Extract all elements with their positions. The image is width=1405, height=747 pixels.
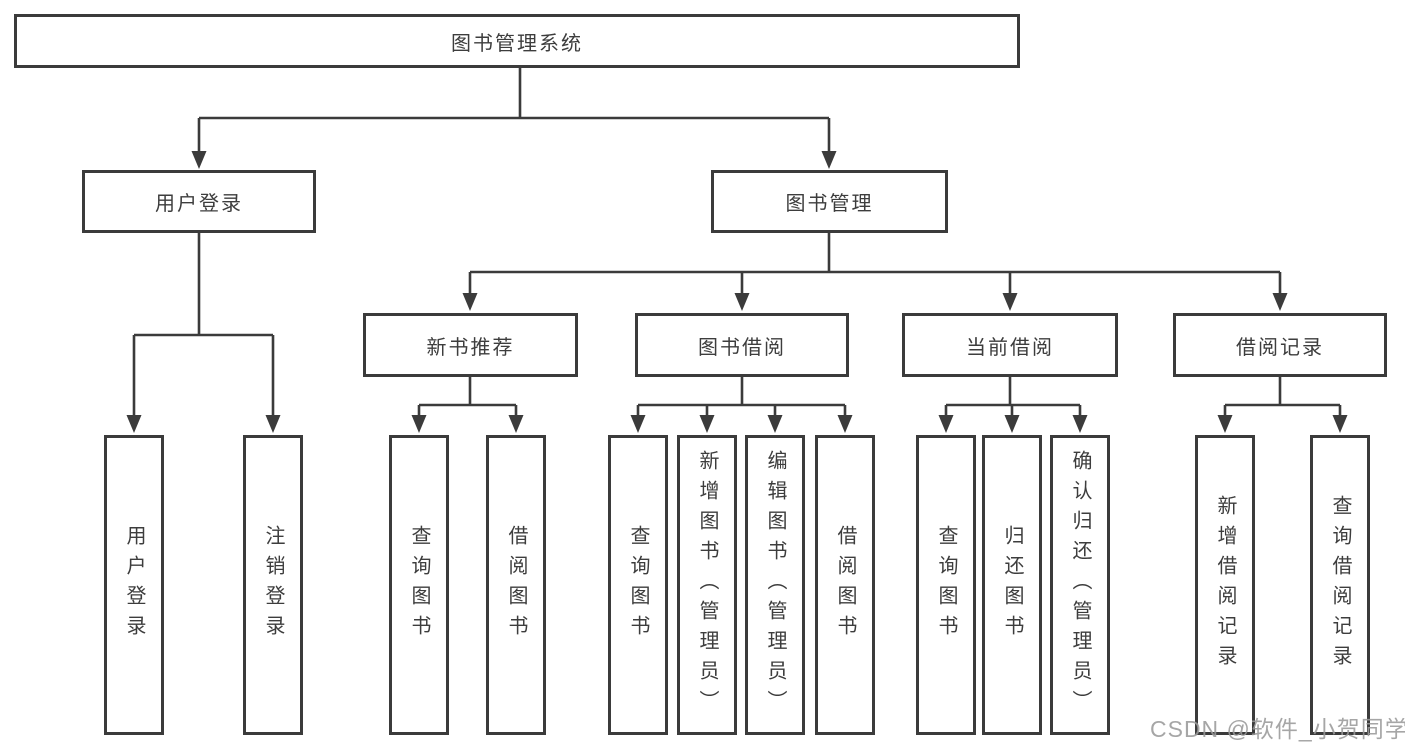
connector-root-to-level2 [197,67,831,152]
node-leaf-nbr-query-books-label: 查询图书 [408,525,430,645]
node-leaf-br-add-record-label: 新增借阅记录 [1214,495,1236,675]
node-book-borrow: 图书借阅 [635,313,849,377]
node-user-login: 用户登录 [82,170,316,233]
node-leaf-cb-return-books-label: 归还图书 [1001,525,1023,645]
node-leaf-cb-confirm-return: 确认归还（管理员） [1050,435,1110,735]
node-leaf-bb-query-books: 查询图书 [608,435,668,735]
node-new-book-recommend: 新书推荐 [363,313,578,377]
node-leaf-user-login: 用户登录 [104,435,164,735]
node-leaf-br-query-record-label: 查询借阅记录 [1329,495,1351,675]
node-leaf-br-add-record: 新增借阅记录 [1195,435,1255,735]
node-root-label: 图书管理系统 [451,32,583,55]
node-book-borrow-label: 图书借阅 [698,336,786,359]
node-book-management-label: 图书管理 [785,193,874,215]
node-leaf-nbr-borrow-books-label: 借阅图书 [505,525,527,645]
node-leaf-bb-edit-books-label: 编辑图书（管理员） [764,450,786,720]
node-leaf-bb-borrow-books-label: 借阅图书 [834,525,856,645]
connector-user-login-children [132,233,275,416]
watermark: CSDN @软件_小贺同学 [1150,716,1405,742]
node-leaf-cb-confirm-return-label: 确认归还（管理员） [1069,450,1091,720]
connector-book-management-children [468,233,1282,294]
node-leaf-cb-return-books: 归还图书 [982,435,1042,735]
arrowheads [126,151,1348,433]
node-leaf-cb-query-books-label: 查询图书 [935,525,957,645]
node-leaf-user-login-label: 用户登录 [123,525,145,645]
node-root: 图书管理系统 [14,14,1020,68]
node-leaf-bb-borrow-books: 借阅图书 [815,435,875,735]
connector-current-borrow-children [944,377,1082,416]
node-leaf-cb-query-books: 查询图书 [916,435,976,735]
node-leaf-nbr-borrow-books: 借阅图书 [486,435,546,735]
connector-book-borrow-children [636,377,847,416]
node-leaf-bb-query-books-label: 查询图书 [627,525,649,645]
node-borrow-records: 借阅记录 [1173,313,1387,377]
node-current-borrow-label: 当前借阅 [966,336,1054,359]
node-new-book-recommend-label: 新书推荐 [426,336,515,359]
node-leaf-bb-edit-books: 编辑图书（管理员） [745,435,805,735]
node-current-borrow: 当前借阅 [902,313,1118,377]
node-borrow-records-label: 借阅记录 [1236,336,1324,359]
connector-new-book-recommend-children [417,377,518,416]
node-leaf-bb-add-books-label: 新增图书（管理员） [696,450,718,720]
node-leaf-logout-label: 注销登录 [262,525,284,645]
connector-borrow-records-children [1223,377,1342,416]
node-leaf-bb-add-books: 新增图书（管理员） [677,435,737,735]
node-user-login-label: 用户登录 [155,193,243,215]
node-leaf-nbr-query-books: 查询图书 [389,435,449,735]
node-leaf-logout: 注销登录 [243,435,303,735]
node-leaf-br-query-record: 查询借阅记录 [1310,435,1370,735]
node-book-management: 图书管理 [711,170,948,233]
